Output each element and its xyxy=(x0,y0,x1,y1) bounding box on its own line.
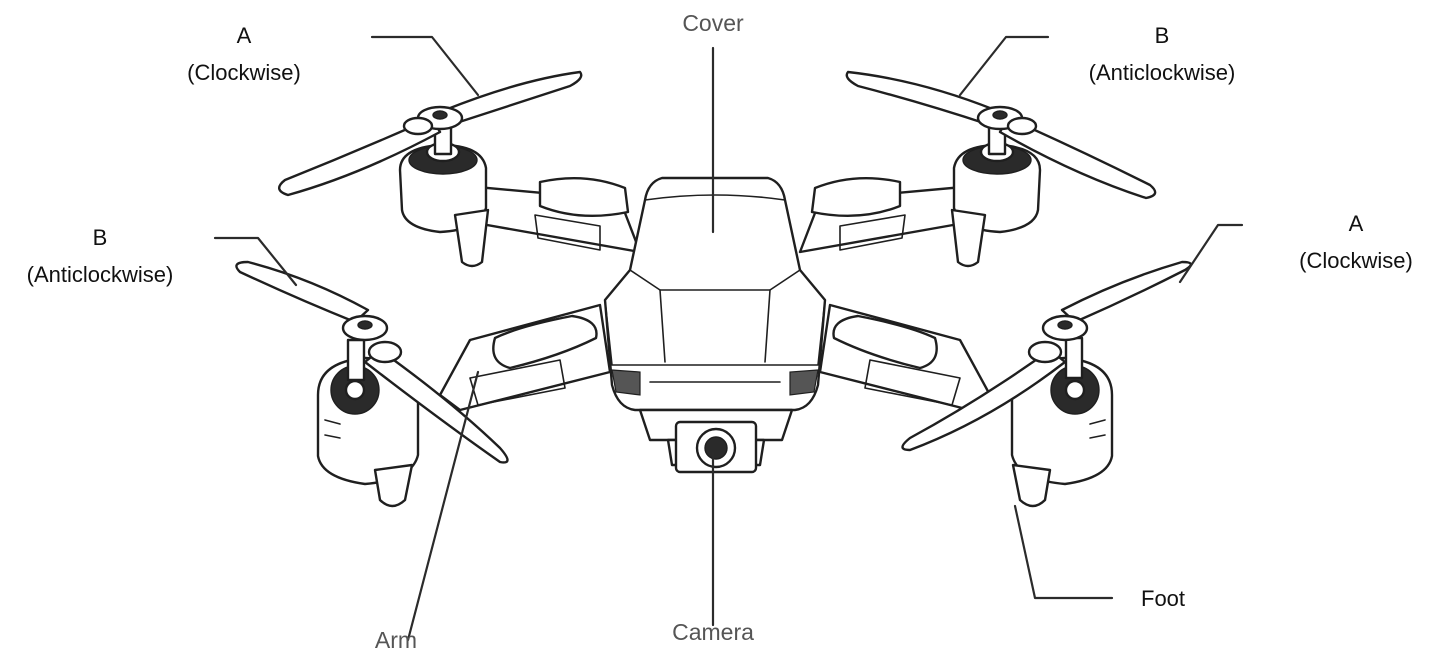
front-left-arm xyxy=(438,303,612,412)
front-right-motor xyxy=(1010,336,1114,508)
front-right-arm xyxy=(818,303,992,412)
rear-left-propeller xyxy=(278,70,583,197)
rear-right-arm xyxy=(798,176,987,254)
rear-right-motor xyxy=(950,116,1042,268)
label-mid-right-direction: (Clockwise) xyxy=(1299,248,1413,273)
label-cover: Cover xyxy=(682,10,744,36)
label-camera: Camera xyxy=(672,619,754,645)
label-mid-right-letter: A xyxy=(1348,211,1364,236)
leader-foot xyxy=(1013,504,1114,600)
leader-top-left xyxy=(370,35,480,97)
leader-mid-right xyxy=(1178,223,1244,284)
leader-arm xyxy=(406,370,480,642)
leader-top-right xyxy=(958,35,1050,97)
front-left-propeller xyxy=(235,260,509,464)
label-top-left-letter: A xyxy=(236,23,252,48)
front-left-motor xyxy=(316,338,420,508)
label-top-left-direction: (Clockwise) xyxy=(187,60,301,85)
label-top-right-letter: B xyxy=(1154,23,1170,48)
front-right-propeller xyxy=(901,260,1192,452)
leader-lines xyxy=(213,35,1244,642)
label-top-right-direction: (Anticlockwise) xyxy=(1088,60,1236,85)
leader-mid-left xyxy=(213,236,298,287)
rear-right-propeller xyxy=(845,70,1157,200)
label-mid-left-direction: (Anticlockwise) xyxy=(26,262,174,287)
drone-body xyxy=(603,176,827,474)
label-mid-left-letter: B xyxy=(92,225,108,250)
label-foot: Foot xyxy=(1141,586,1186,611)
label-arm: Arm xyxy=(374,627,418,653)
rear-left-motor xyxy=(398,116,490,268)
